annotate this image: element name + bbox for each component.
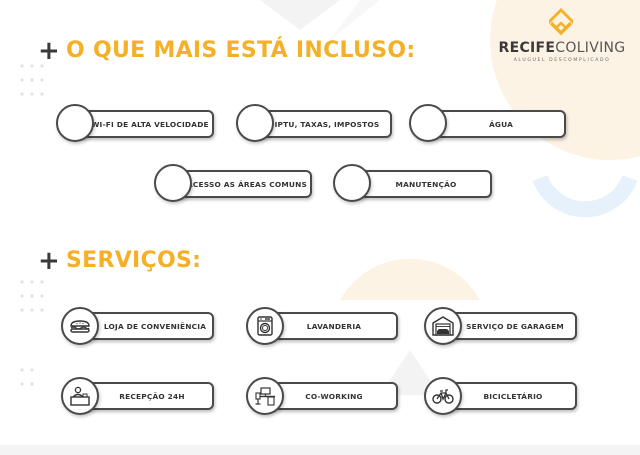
service-item-garagem-circle [424, 307, 462, 345]
included-item-agua-circle [409, 104, 447, 142]
service-item-coworking-circle [246, 377, 284, 415]
included-item-areas-comuns-circle [154, 164, 192, 202]
included-section-title: + O QUE MAIS ESTÁ INCLUSO: [38, 35, 416, 66]
brand-name-part2: COLIVING [555, 40, 626, 56]
reception-desk-icon [70, 386, 90, 406]
service-item-lavanderia-circle [246, 307, 284, 345]
sandwich-icon [70, 320, 90, 333]
brand-name: RECIFECOLIVING [497, 40, 627, 56]
included-item-iptu-circle [236, 104, 274, 142]
service-item-label: SERVIÇO DE GARAGEM [466, 321, 564, 331]
brand-name-part1: RECIFE [498, 40, 556, 56]
included-item-label: MANUTENÇÃO [395, 179, 457, 189]
included-item-label: ACESSO AS ÁREAS COMUNS [186, 179, 308, 189]
services-heading: SERVIÇOS: [66, 248, 202, 273]
washing-machine-icon [257, 316, 273, 336]
included-item-label: ÁGUA [488, 119, 514, 129]
included-item-manutencao: MANUTENÇÃO [346, 170, 492, 198]
service-item-recepcao-circle [61, 377, 99, 415]
bicycle-icon [432, 389, 454, 404]
service-item-label: RECEPÇÃO 24H [119, 391, 185, 401]
house-chevron-logo-icon [549, 8, 573, 36]
included-item-manutencao-circle [333, 164, 371, 202]
service-item-label: LAVANDERIA [306, 321, 362, 331]
service-item-label: LOJA DE CONVENIÊNCIA [103, 321, 207, 331]
included-item-label: WI-FI DE ALTA VELOCIDADE [91, 119, 209, 129]
plus-icon: + [38, 35, 60, 66]
included-item-label: IPTU, TAXAS, IMPOSTOS [274, 119, 380, 129]
service-item-label: CO-WORKING [305, 391, 363, 401]
brand-logo: RECIFECOLIVING ALUGUEL DESCOMPLICADO [497, 6, 627, 66]
included-item-wifi-circle [56, 104, 94, 142]
workstation-icon [255, 387, 275, 406]
plus-icon: + [38, 245, 60, 276]
service-item-bicicletario-circle [424, 377, 462, 415]
garage-car-icon [432, 316, 454, 336]
service-item-loja-circle [61, 307, 99, 345]
service-item-label: BICICLETÁRIO [483, 391, 543, 401]
included-heading: O QUE MAIS ESTÁ INCLUSO: [66, 38, 416, 63]
brand-tagline: ALUGUEL DESCOMPLICADO [513, 58, 611, 63]
services-section-title: + SERVIÇOS: [38, 245, 202, 276]
